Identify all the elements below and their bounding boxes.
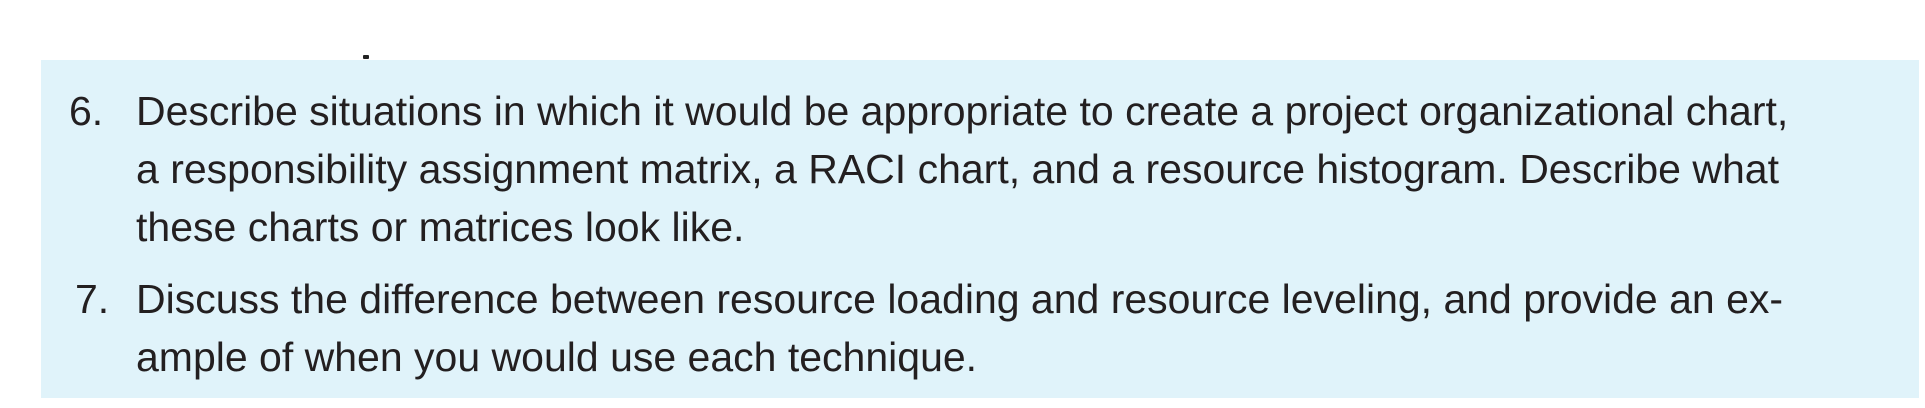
question-text-line: Describe situations in which it would be… bbox=[136, 88, 1789, 134]
question-text-line: Discuss the difference between resource … bbox=[136, 276, 1784, 322]
question-text-line: these charts or matrices look like. bbox=[136, 204, 745, 250]
question-number: 7. bbox=[75, 276, 110, 322]
cut-off-text-fragment bbox=[363, 55, 369, 59]
question-text-line: ample of when you would use each techniq… bbox=[136, 334, 978, 380]
question-number: 6. bbox=[69, 88, 104, 134]
review-questions-box: 6. Describe situations in which it would… bbox=[41, 60, 1919, 398]
question-text-line: a responsibility assignment matrix, a RA… bbox=[136, 146, 1779, 192]
question-text: Discuss the difference between resource … bbox=[136, 270, 1896, 386]
question-text: Describe situations in which it would be… bbox=[136, 82, 1896, 256]
